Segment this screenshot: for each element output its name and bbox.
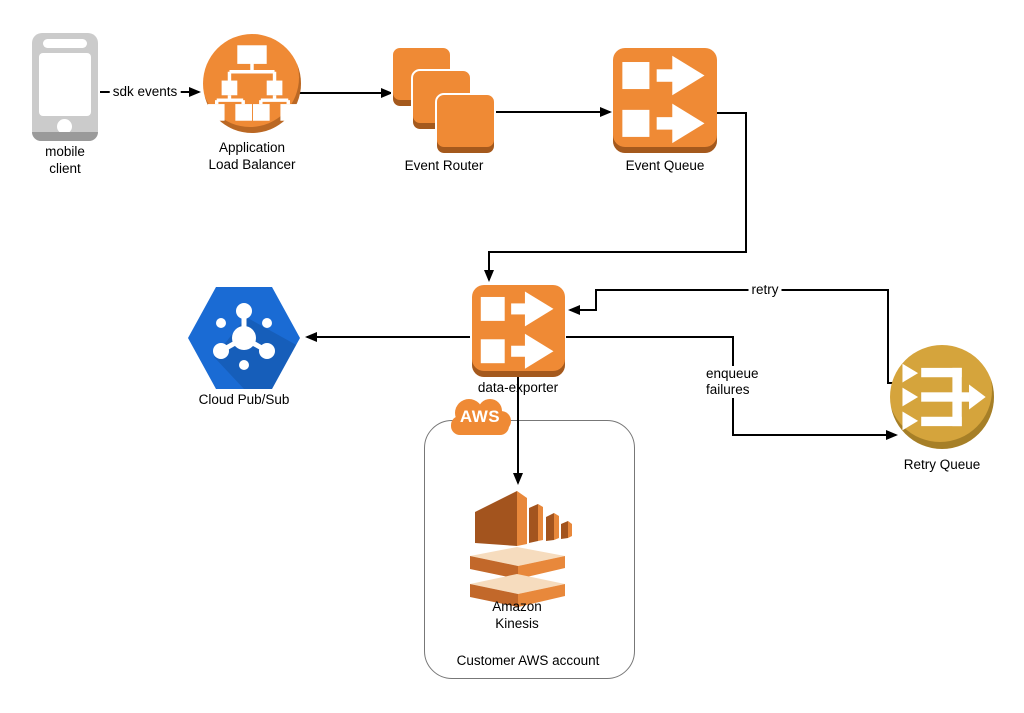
edge-label-failures-line2: failures	[706, 382, 750, 397]
edge-label-enqueue-failures: enqueue failures	[703, 366, 762, 398]
event-queue-label-text: Event Queue	[625, 158, 705, 173]
message-queue-icon	[622, 55, 705, 144]
amazon-kinesis-icon	[462, 486, 574, 612]
edge-label-enqueue-line1: enqueue	[706, 366, 759, 381]
event-queue-label: Event Queue	[605, 157, 725, 174]
edge-label-sdk-events: sdk events	[109, 84, 181, 100]
amazon-kinesis-label-line2: Kinesis	[495, 616, 539, 631]
phone-base	[32, 132, 98, 141]
edge-queue-to-exporter	[484, 112, 747, 282]
mobile-client-label: mobile client	[15, 143, 115, 177]
message-queue-icon	[480, 291, 554, 369]
edge-retryqueue-to-exporter	[568, 289, 897, 384]
retry-queue-label: Retry Queue	[882, 456, 1002, 473]
amazon-kinesis-label: Amazon Kinesis	[457, 598, 577, 632]
cloud-pubsub-icon	[186, 285, 302, 391]
edge-label-retry: retry	[748, 282, 782, 298]
customer-aws-account-label-text: Customer AWS account	[456, 653, 600, 668]
phone-speaker	[43, 39, 87, 48]
load-balancer-tree-icon	[207, 45, 298, 121]
aws-badge-text: AWS	[459, 407, 501, 426]
phone-screen	[39, 53, 91, 116]
event-router-icon-front	[435, 93, 496, 155]
data-exporter-label: data-exporter	[458, 379, 578, 396]
phone-home-button	[57, 119, 72, 134]
event-router-label-text: Event Router	[404, 158, 484, 173]
aws-cloud-icon	[451, 399, 511, 435]
event-queue-icon	[613, 48, 717, 153]
load-balancer-label: Application Load Balancer	[182, 139, 322, 173]
mobile-client-label-line2: client	[49, 161, 81, 176]
retry-queue-icon	[890, 345, 994, 449]
kinesis-streams-icon	[470, 491, 572, 607]
cloud-pubsub-label: Cloud Pub/Sub	[184, 391, 304, 408]
load-balancer-label-line2: Load Balancer	[208, 157, 296, 172]
application-load-balancer-icon	[203, 34, 301, 133]
mobile-client-icon	[32, 33, 98, 141]
data-exporter-icon	[472, 285, 565, 377]
multi-arrow-queue-icon	[902, 363, 986, 431]
cloud-pubsub-label-text: Cloud Pub/Sub	[198, 392, 290, 407]
pubsub-hexagon-icon	[188, 287, 300, 389]
mobile-client-label-line1: mobile	[45, 144, 85, 159]
load-balancer-label-line1: Application	[218, 140, 286, 155]
event-router-label: Event Router	[384, 157, 504, 174]
customer-aws-account-label: Customer AWS account	[428, 652, 628, 669]
retry-queue-label-text: Retry Queue	[903, 457, 981, 472]
amazon-kinesis-label-line1: Amazon	[492, 599, 542, 614]
aws-cloud-badge: AWS	[448, 396, 512, 437]
data-exporter-label-text: data-exporter	[477, 380, 559, 395]
